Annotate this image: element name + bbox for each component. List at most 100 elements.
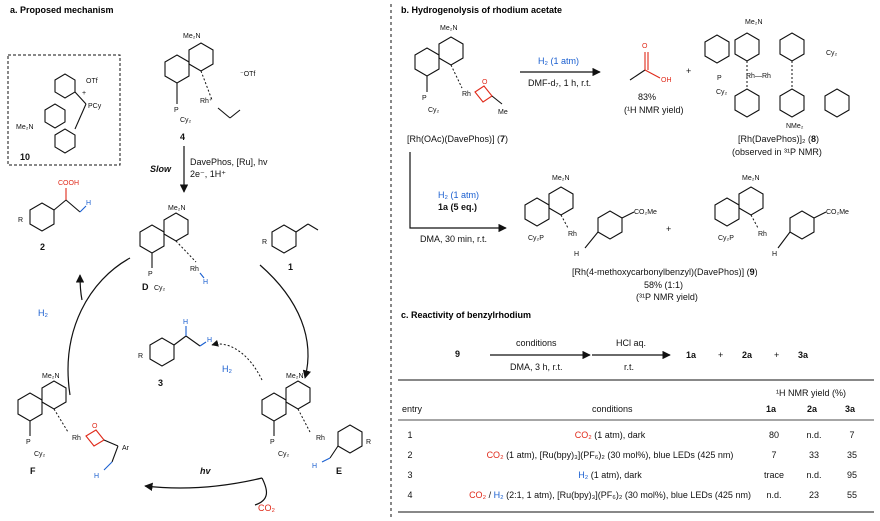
catalyst-10: OTf + PCy Me₂N 10	[7, 54, 121, 166]
arrow-c2-bottom: r.t.	[624, 362, 634, 372]
p3-label: 3	[158, 378, 163, 388]
e-h: H	[312, 463, 317, 470]
c7-p: P	[422, 95, 427, 102]
panel-a-heading: a. Proposed mechanism	[10, 5, 114, 15]
panel-c: c. Reactivity of benzylrhodium 9 conditi…	[398, 310, 874, 513]
cell-conditions: H₂ (1 atm), dark	[578, 470, 642, 480]
step-reagents-2: 2e⁻, 1H⁺	[190, 169, 226, 179]
panel-a: a. Proposed mechanism OTf + PCy Me₂N 10 …	[7, 5, 371, 513]
cmp4-label: 4	[180, 132, 185, 142]
f-cy2: Cy₂	[34, 451, 46, 458]
prod-3a: 3a	[798, 350, 809, 360]
e-r: R	[366, 439, 371, 446]
co2-joiner	[254, 477, 267, 506]
c7-me2n: Me₂N	[440, 25, 458, 32]
cell-1a: trace	[764, 470, 784, 480]
table-row: 2 CO₂ (1 atm), [Ru(bpy)₃](PF₆)₂ (30 mol%)…	[407, 450, 857, 460]
cell-entry: 2	[407, 450, 412, 460]
p3-h2: H	[207, 337, 212, 344]
cell-entry: 4	[407, 490, 412, 500]
p2-cooh: COOH	[58, 180, 79, 187]
p3-r: R	[138, 353, 143, 360]
h2-mid: H₂	[222, 364, 232, 374]
col-conditions: conditions	[592, 404, 633, 414]
c8-observed: (observed in ³¹P NMR)	[732, 147, 822, 157]
e-label: E	[336, 466, 342, 476]
c9b-co2me: CO₂Me	[826, 209, 849, 216]
arrow-b1-top: H₂ (1 atm)	[538, 56, 579, 66]
p3-h1: H	[183, 319, 188, 326]
f-me2n: Me₂N	[42, 373, 60, 380]
plus-b2: +	[666, 224, 671, 234]
reactant-9: 9	[455, 349, 460, 359]
cell-1a: 7	[771, 450, 776, 460]
arrow-e-to-f	[144, 477, 263, 492]
compound-9b: Me₂N Cy₂P Rh CO₂Me H	[714, 175, 849, 258]
cmp4-p: P	[174, 107, 179, 114]
c9b-cy2p: Cy₂P	[718, 235, 734, 242]
substrate-1: R 1	[262, 223, 319, 272]
p2-label: 2	[40, 242, 45, 252]
cat10-otf: OTf	[86, 78, 98, 85]
intermediate-e: Me₂N P Rh H R Cy₂ E	[261, 373, 371, 476]
arrow-to-p2	[75, 274, 85, 301]
s1-r: R	[262, 239, 267, 246]
panel-b-heading: b. Hydrogenolysis of rhodium acetate	[401, 5, 562, 15]
f-rh: Rh	[72, 435, 81, 442]
prod-plus-2: +	[774, 350, 779, 360]
arrow-c2-top: HCl aq.	[616, 338, 646, 348]
c8-me2n: Me₂N	[745, 19, 763, 26]
arrow-c1-bottom: DMA, 3 h, r.t.	[510, 362, 563, 372]
product-2: COOH H R 2	[18, 180, 91, 252]
arrow-b2-top2: 1a (5 eq.)	[438, 202, 477, 212]
intermediate-d: Me₂N P Rh H Cy₂ D	[139, 205, 208, 292]
f-p: P	[26, 439, 31, 446]
step-reagents-1: DavePhos, [Ru], hv	[190, 157, 268, 167]
panel-b: b. Hydrogenolysis of rhodium acetate Me₂…	[401, 5, 850, 302]
prod-1a: 1a	[686, 350, 697, 360]
c9b-rh: Rh	[758, 231, 767, 238]
intermediate-f: Me₂N P Rh O Ar H Cy₂ F	[17, 373, 130, 480]
c9a-co2me: CO₂Me	[634, 209, 657, 216]
c8-nme2: NMe₂	[786, 123, 804, 130]
product-3: H H R 3	[138, 319, 212, 388]
d-cy2: Cy₂	[154, 285, 166, 292]
compound-4: Me₂N P Rh⁺ ⁻OTf Cy₂ 4	[164, 33, 255, 142]
p2-r: R	[18, 217, 23, 224]
cat10-me2n: Me₂N	[16, 124, 34, 131]
arrow-e-to-p3	[211, 339, 263, 381]
c9-yield: 58% (1:1)	[644, 280, 683, 290]
cell-2a: n.d.	[806, 470, 821, 480]
cmp4-rh: Rh⁺	[200, 98, 213, 105]
p2-h: H	[86, 200, 91, 207]
d-rh: Rh	[190, 266, 199, 273]
cell-conditions: CO₂ (1 atm), [Ru(bpy)₃](PF₆)₂ (30 mol%),…	[487, 450, 734, 460]
nmr-header: ¹H NMR yield (%)	[776, 388, 846, 398]
c9a-rh: Rh	[568, 231, 577, 238]
e-p: P	[270, 439, 275, 446]
arrow-d-to-e	[259, 264, 311, 379]
panel-c-heading: c. Reactivity of benzylrhodium	[401, 310, 531, 320]
c8-cy2b: Cy₂	[826, 50, 838, 57]
c7-name: [Rh(OAc)(DavePhos)] (7)	[407, 134, 508, 144]
acid-oh: OH	[661, 77, 672, 84]
cell-entry: 1	[407, 430, 412, 440]
cmp4-cy2: Cy₂	[180, 117, 192, 124]
f-label: F	[30, 466, 36, 476]
cell-entry: 3	[407, 470, 412, 480]
c9b-h: H	[772, 251, 777, 258]
arrow-b2	[409, 152, 507, 233]
cmp4-me2n: Me₂N	[183, 33, 201, 40]
cell-1a: n.d.	[766, 490, 781, 500]
co2-label: CO₂	[258, 503, 276, 513]
c7-rh: Rh	[462, 91, 471, 98]
cell-2a: 33	[809, 450, 819, 460]
cell-2a: 23	[809, 490, 819, 500]
e-rh: Rh	[316, 435, 325, 442]
d-label: D	[142, 282, 149, 292]
arrow-b1-bottom: DMF-d₇, 1 h, r.t.	[528, 78, 591, 88]
acid-o: O	[642, 43, 648, 50]
h2-left: H₂	[38, 308, 48, 318]
